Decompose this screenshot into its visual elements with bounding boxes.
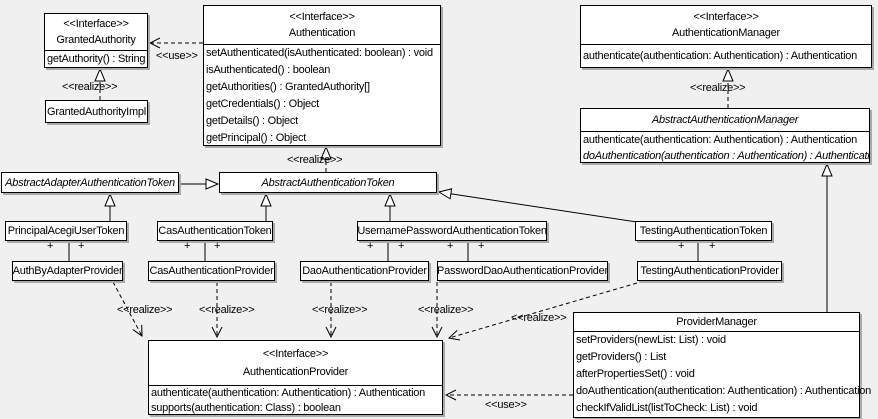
association-end-label: +: [678, 240, 685, 252]
realize-label: <<realize>>: [418, 304, 474, 316]
use-label: <<use>>: [156, 50, 198, 62]
class-abstract-authentication-token[interactable]: AbstractAuthenticationToken: [219, 172, 437, 193]
class-name: AbstractAuthenticationToken: [261, 176, 395, 189]
association-end-label: +: [184, 240, 191, 252]
method: supports(authentication: Class) : boolea…: [151, 402, 341, 414]
class-name: CasAuthenticationProvider: [149, 265, 274, 277]
stereotype-label: <<Interface>>: [63, 18, 129, 30]
class-authentication-provider[interactable]: <<Interface>> AuthenticationProvider aut…: [148, 340, 443, 415]
association-end-label: +: [478, 240, 485, 252]
class-name: GrantedAuthority: [56, 34, 136, 46]
method-abstract: doAuthentication(authentication : Authen…: [583, 150, 869, 162]
class-testing-authentication-token[interactable]: TestingAuthenticationToken: [635, 221, 772, 241]
method: isAuthenticated() : boolean: [206, 64, 331, 76]
method: getDetails() : Object: [206, 115, 298, 127]
realize-label: <<realize>>: [312, 304, 368, 316]
class-dao-authentication-provider[interactable]: DaoAuthenticationProvider: [300, 261, 429, 281]
class-name: AuthByAdapterProvider: [13, 265, 122, 277]
method: authenticate(authentication: Authenticat…: [151, 387, 426, 399]
class-authentication-manager[interactable]: <<Interface>> AuthenticationManager auth…: [580, 5, 872, 68]
class-name: TestingAuthenticationToken: [639, 225, 768, 237]
class-granted-authority-impl[interactable]: GrantedAuthorityImpl: [45, 100, 148, 123]
class-auth-by-adapter-provider[interactable]: AuthByAdapterProvider: [12, 261, 123, 281]
association-end-label: +: [367, 240, 374, 252]
association-end-label: +: [214, 240, 221, 252]
method: getProviders() : List: [576, 351, 667, 363]
class-authentication[interactable]: <<Interface>> Authentication setAuthenti…: [203, 5, 441, 146]
use-label: <<use>>: [485, 399, 527, 411]
class-username-password-authentication-token[interactable]: UsernamePasswordAuthenticationToken: [357, 221, 547, 241]
stereotype-label: <<Interface>>: [693, 10, 759, 23]
class-testing-authentication-provider[interactable]: TestingAuthenticationProvider: [637, 261, 782, 281]
class-password-dao-authentication-provider[interactable]: PasswordDaoAuthenticationProvider: [437, 261, 608, 281]
realize-label: <<realize>>: [511, 312, 567, 324]
class-name: AuthenticationManager: [672, 27, 780, 40]
method: getCredentials() : Object: [206, 98, 319, 110]
class-name: ProviderManager: [676, 316, 757, 328]
class-name: TestingAuthenticationProvider: [640, 265, 779, 277]
method: authenticate(authentication: Authenticat…: [583, 50, 858, 62]
class-cas-authentication-provider[interactable]: CasAuthenticationProvider: [148, 261, 275, 281]
realize-label: <<realize>>: [690, 82, 746, 94]
stereotype-label: <<Interface>>: [289, 10, 355, 23]
method: authenticate(authentication: Authenticat…: [583, 134, 858, 146]
class-name: DaoAuthenticationProvider: [302, 265, 427, 277]
association-end-label: +: [78, 240, 85, 252]
method: getPrincipal() : Object: [206, 132, 307, 144]
method: setProviders(newList: List) : void: [576, 334, 726, 346]
stereotype-label: <<Interface>>: [262, 347, 329, 360]
realize-authbyadapterprovider: [112, 281, 142, 336]
class-granted-authority[interactable]: <<Interface>> GrantedAuthority getAuthor…: [44, 13, 148, 68]
realize-label: <<realize>>: [62, 81, 118, 93]
class-name: AbstractAdapterAuthenticationToken: [5, 176, 175, 189]
class-name: AuthenticationProvider: [242, 366, 349, 379]
association-end-label: +: [398, 240, 405, 252]
class-abstract-adapter-authentication-token[interactable]: AbstractAdapterAuthenticationToken: [1, 172, 179, 193]
class-name: CasAuthenticationToken: [158, 225, 272, 237]
class-provider-manager[interactable]: ProviderManager setProviders(newList: Li…: [573, 312, 872, 418]
realize-label: <<realize>>: [199, 304, 255, 316]
class-principal-acegi-user-token[interactable]: PrincipalAcegiUserToken: [5, 221, 127, 241]
realize-label: <<realize>>: [117, 304, 173, 316]
association-end-label: +: [709, 240, 716, 252]
method: afterPropertiesSet() : void: [576, 368, 695, 380]
class-name: UsernamePasswordAuthenticationToken: [358, 225, 546, 237]
class-name: PasswordDaoAuthenticationProvider: [438, 265, 607, 277]
realize-testingauthenticationprovider: [449, 282, 638, 338]
method: setAuthenticated(isAuthenticated: boolea…: [206, 47, 433, 59]
method: doAuthentication(authentication: Authent…: [576, 385, 872, 397]
class-name: PrincipalAcegiUserToken: [7, 225, 125, 237]
method: getAuthorities() : GrantedAuthority[]: [206, 81, 370, 93]
association-end-label: +: [47, 240, 54, 252]
class-cas-authentication-token[interactable]: CasAuthenticationToken: [157, 221, 273, 241]
generalization-testingauthenticationtoken: [439, 192, 638, 223]
class-name: AbstractAuthenticationManager: [651, 114, 799, 126]
association-end-label: +: [447, 240, 454, 252]
class-name: Authentication: [288, 27, 356, 40]
method: getAuthority() : String: [47, 53, 146, 65]
realize-label: <<realize>>: [287, 154, 343, 166]
class-name: GrantedAuthorityImpl: [47, 105, 146, 118]
class-abstract-authentication-manager[interactable]: AbstractAuthenticationManager authentica…: [580, 108, 870, 163]
method: checkIfValidList(listToCheck: List) : vo…: [576, 402, 758, 414]
